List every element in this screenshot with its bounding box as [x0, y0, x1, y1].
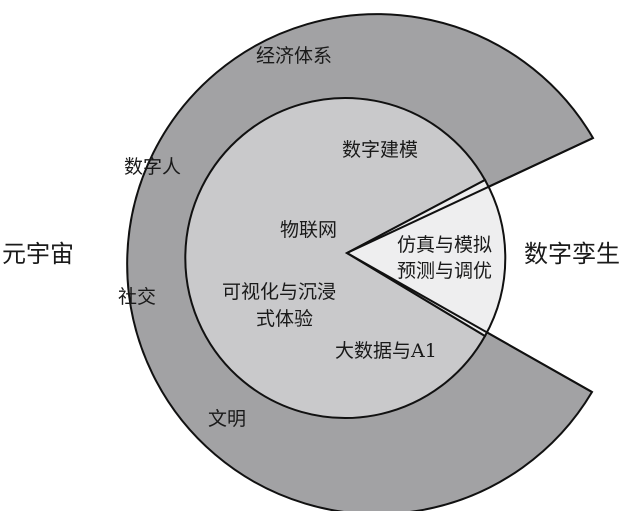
digital-twin-wedge	[344, 178, 507, 338]
inner-label-iot: 物联网	[280, 219, 337, 241]
ring-label-economy: 经济体系	[256, 45, 332, 67]
wedge-label-prediction: 预测与调优	[397, 260, 492, 282]
inner-label-bigdata-ai: 大数据与A1	[335, 340, 437, 362]
inner-circle-technologies	[184, 97, 487, 419]
ring-label-social: 社交	[118, 286, 156, 308]
digital-twin-label: 数字孪生	[524, 240, 620, 268]
inner-label-modeling: 数字建模	[342, 139, 418, 161]
metaverse-label: 元宇宙	[2, 240, 74, 268]
wedge-label-simulation: 仿真与模拟	[397, 234, 492, 256]
inner-label-visualization-1: 可视化与沉浸	[222, 281, 336, 303]
ring-label-digital-human: 数字人	[124, 156, 181, 178]
wedge-upper-edge	[346, 137, 594, 254]
ring-label-civilization: 文明	[208, 408, 246, 430]
wedge-lower-edge	[346, 252, 593, 393]
inner-label-visualization-2: 式体验	[256, 308, 313, 330]
